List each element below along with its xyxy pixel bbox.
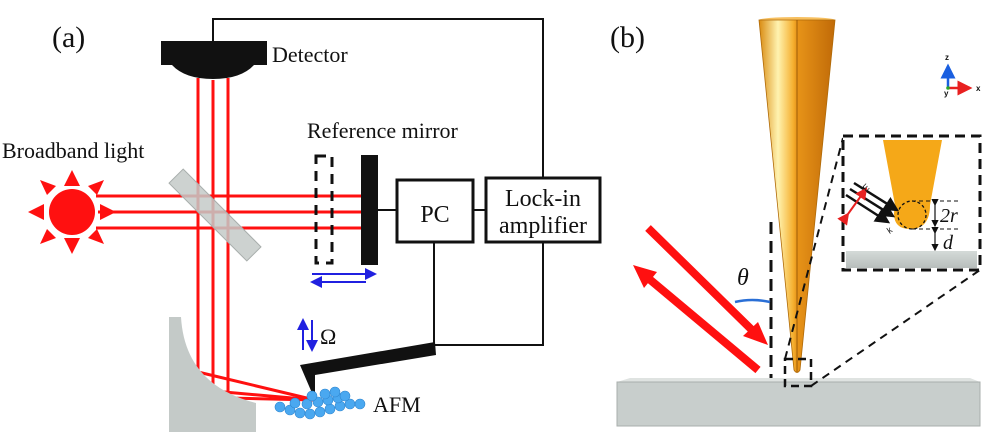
inset-magnified-view: 2r d E k — [837, 134, 982, 272]
lockin-label-line2: amplifier — [499, 213, 587, 239]
panel-a: (a) Detector Broadband light — [2, 18, 602, 432]
afm-cantilever: Ω — [297, 318, 436, 400]
inset-substrate — [846, 251, 977, 268]
lockin-amplifier-box: Lock-in amplifier — [484, 176, 602, 244]
beam-splitter — [168, 168, 262, 262]
k-vector-label: k — [884, 225, 895, 236]
scattered-beam-arrow — [633, 265, 761, 374]
e-field-polarization-arrow — [837, 187, 868, 226]
panel-b: (b) θ — [610, 17, 982, 427]
zoom-connector-upper — [784, 137, 844, 360]
panel-b-label: (b) — [610, 21, 645, 54]
reference-mirror: Reference mirror — [307, 118, 459, 288]
zoom-connector-lower — [810, 269, 981, 387]
theta-arc — [734, 298, 771, 304]
y-axis-dot — [946, 86, 950, 90]
z-axis-label: z — [945, 53, 949, 62]
detector: Detector — [161, 41, 348, 79]
lockin-label-line1: Lock-in — [505, 186, 581, 212]
signal-wiring — [212, 18, 544, 346]
detector-label: Detector — [272, 42, 348, 67]
sun-icon — [28, 170, 116, 254]
panel-a-label: (a) — [52, 21, 85, 54]
broadband-light-source: Broadband light — [2, 138, 144, 254]
nanoparticle-sample — [274, 386, 366, 420]
incident-beam-arrow — [645, 225, 768, 345]
radius-label: 2r — [940, 205, 958, 227]
afm-tip — [758, 17, 836, 373]
substrate — [616, 378, 981, 427]
gap-label: d — [943, 232, 954, 254]
mirror-plate — [361, 155, 378, 265]
source-label: Broadband light — [2, 138, 144, 163]
reference-mirror-label: Reference mirror — [307, 118, 459, 143]
pc-label: PC — [420, 202, 449, 228]
parabolic-mirror — [169, 317, 256, 432]
coordinate-axes: z x y — [940, 53, 981, 98]
wire-detector-to-lockin — [212, 18, 544, 346]
light-beams — [96, 78, 362, 402]
x-axis-label: x — [976, 84, 981, 93]
afm-label: AFM — [373, 392, 421, 417]
pc-box: PC — [395, 178, 475, 244]
mirror-displaced-position — [314, 154, 334, 265]
theta-label: θ — [737, 265, 749, 291]
y-axis-label: y — [944, 89, 949, 98]
tip-apex-sphere — [897, 200, 927, 230]
zoom-region-box — [783, 357, 813, 388]
omega-label: Ω — [320, 324, 336, 349]
